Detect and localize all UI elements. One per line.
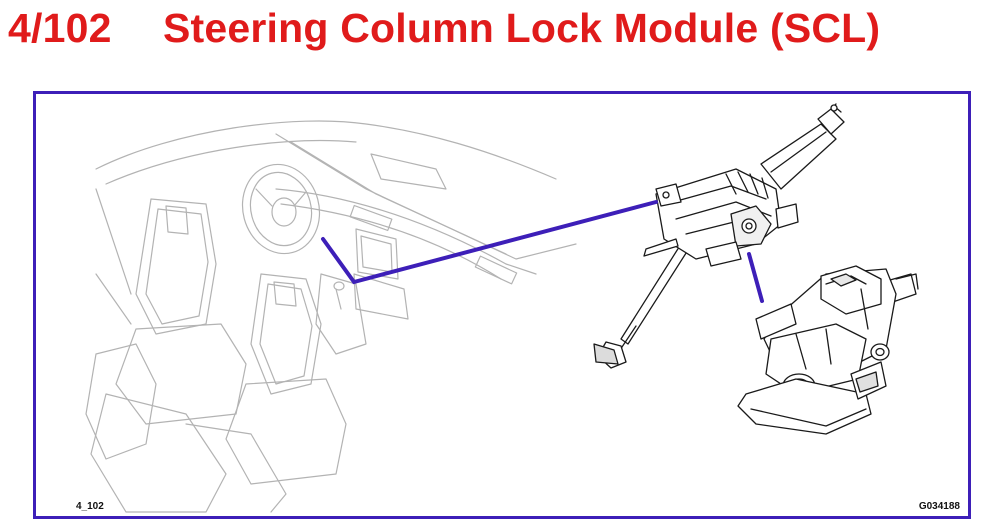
figure-number: 4/102: [8, 5, 112, 51]
steering-column-illustration: [593, 103, 845, 369]
callout-column-to-lock-module: [747, 252, 764, 303]
steering-lock-module-illustration: [737, 265, 919, 435]
figure-ref-left: 4_102: [76, 501, 104, 512]
title-text: Steering Column Lock Module (SCL): [163, 5, 881, 51]
callout-lines: [321, 200, 764, 303]
page-title: 4/102 Steering Column Lock Module (SCL): [8, 4, 880, 52]
diagram-canvas: [85, 103, 919, 513]
figure-ref-right: G034188: [918, 501, 960, 512]
callout-interior-to-column: [321, 200, 658, 285]
diagram-frame: 4_102 G034188: [33, 91, 971, 519]
car-interior-illustration: [85, 120, 577, 513]
